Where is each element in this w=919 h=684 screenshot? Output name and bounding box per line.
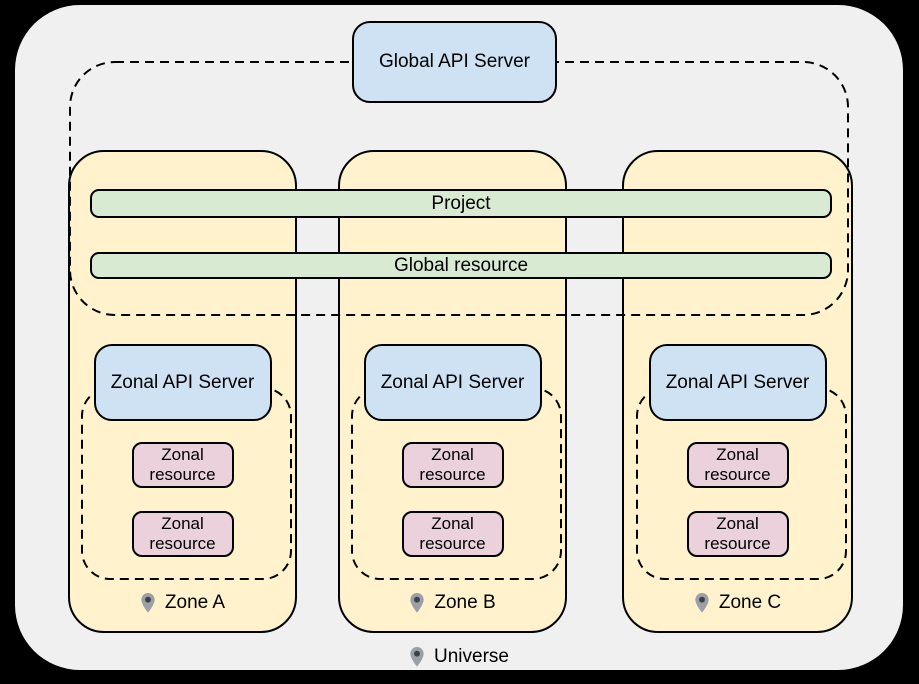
zone-a-container: Zonal API Server Zonal resource Zonal re… [68,150,297,633]
universe-label: Universe [15,644,903,670]
location-pin-icon [410,647,424,667]
universe-label-text: Universe [434,646,509,667]
zonal-resource-box: Zonal resource [686,442,789,488]
location-pin-icon [695,593,709,613]
zonal-resource-label: Zonal resource [419,445,486,484]
zonal-api-server-label: Zonal API Server [665,371,810,393]
zonal-resource-label: Zonal resource [149,514,216,553]
zone-b-container: Zonal API Server Zonal resource Zonal re… [338,150,567,633]
zonal-resource-box: Zonal resource [401,511,504,557]
zone-label: Zone B [340,590,565,616]
zonal-api-server-box: Zonal API Server [648,344,827,421]
global-api-server-label: Global API Server [378,51,531,72]
zonal-api-server-box: Zonal API Server [363,344,542,421]
zone-c-container: Zonal API Server Zonal resource Zonal re… [622,150,853,633]
zone-label: Zone A [70,590,295,616]
zonal-api-server-box: Zonal API Server [93,344,272,421]
zonal-resource-box: Zonal resource [131,511,234,557]
zone-label-text: Zone C [718,592,782,613]
zonal-resource-box: Zonal resource [131,442,234,488]
zonal-resource-box: Zonal resource [401,442,504,488]
location-pin-icon [410,593,425,613]
global-resource-bar-label: Global resource [393,254,529,276]
zonal-resource-label: Zonal resource [149,445,216,484]
zonal-api-server-label: Zonal API Server [110,371,255,393]
zonal-resource-label: Zonal resource [704,445,771,484]
zonal-resource-box: Zonal resource [686,511,789,557]
zonal-api-server-label: Zonal API Server [380,371,525,393]
location-pin-icon [141,593,155,613]
global-resource-bar: Global resource [90,252,832,279]
zonal-resource-label: Zonal resource [704,514,771,553]
zone-label: Zone C [624,590,851,616]
zone-label-text: Zone B [434,592,496,613]
project-bar-label: Project [431,192,491,214]
zone-label-text: Zone A [164,592,226,613]
project-bar: Project [90,189,832,218]
zonal-resource-label: Zonal resource [419,514,486,553]
global-api-server-box: Global API Server [352,21,557,103]
